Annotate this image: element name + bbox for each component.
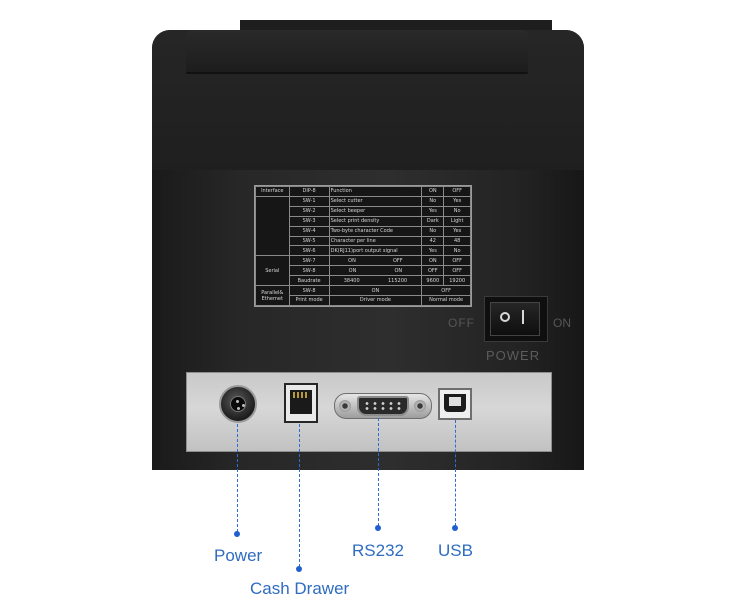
power-switch[interactable] [490, 302, 540, 336]
table-cell: Parallel& Ethemet [255, 285, 290, 306]
table-cell: Print mode [288, 294, 330, 307]
table-cell: No [421, 195, 445, 207]
table-row: SW-2 Select beeper Yes No [256, 205, 471, 217]
dip-switch-table: Interface DIP-8 Function ON OFF SW-1 Sel… [255, 186, 471, 307]
usb-caption: USB [438, 541, 473, 560]
table-cell: Yes [443, 225, 471, 237]
switch-off-symbol-icon [500, 312, 510, 322]
table-cell: OFF [421, 285, 471, 296]
table-row: SW-1 Select cutter No Yes [255, 195, 471, 257]
cash-drawer-callout-line [299, 424, 300, 567]
power-port-socket-icon [230, 396, 246, 412]
table-cell: Yes [421, 205, 445, 217]
table-cell: 19200 [443, 275, 471, 287]
table-cell: Dark [421, 215, 445, 227]
table-cell: SW-8 [288, 265, 330, 277]
table-cell: OFF [443, 265, 471, 277]
table-cell: Normal mode [421, 294, 471, 307]
table-cell: SW-1 [288, 195, 330, 207]
table-cell: Light [443, 215, 471, 227]
power-port[interactable] [219, 385, 257, 423]
table-cell: SW-6 [288, 245, 330, 257]
table-header-cell: DIP-8 [288, 186, 330, 197]
rs232-callout-line [378, 418, 379, 526]
db9-pins-icon [363, 401, 403, 411]
screw-icon [339, 400, 351, 412]
paper-cover [186, 30, 528, 74]
table-cell: SW-8 [288, 285, 330, 296]
table-cell: SW-5 [288, 235, 330, 247]
table-cell: Two-byte character Code [328, 225, 423, 237]
usb-tongue-icon [449, 397, 461, 406]
table-cell: ON [328, 285, 423, 296]
table-cell: Baudrate [288, 275, 330, 287]
switch-on-text: ON [553, 316, 571, 330]
table-cell: Select beeper [328, 205, 423, 217]
cash-drawer-port[interactable] [284, 383, 318, 423]
switch-off-text: OFF [448, 316, 475, 330]
table-cell: 9600 [421, 275, 445, 287]
table-cell [255, 195, 290, 257]
table-cell: ON [421, 255, 445, 267]
table-cell: No [421, 225, 445, 237]
table-cell: OFF [421, 265, 445, 277]
table-cell: SW-7 [288, 255, 330, 267]
table-cell: SW-2 [288, 205, 330, 217]
rs232-caption: RS232 [352, 541, 404, 560]
power-pin-icon [236, 400, 239, 403]
table-cell: 42 [421, 235, 445, 247]
screw-icon [414, 400, 426, 412]
usb-callout-line [455, 420, 456, 526]
table-row: SW-6 DK(RJ11)port output signal Yes No [256, 245, 471, 257]
rs232-callout-dot [375, 525, 381, 531]
cash-drawer-callout-dot [296, 566, 302, 572]
table-cell: No [443, 205, 471, 217]
table-cell: Yes [443, 195, 471, 207]
table-cell: 48 [443, 235, 471, 247]
table-cell: Select print density [328, 215, 423, 227]
power-pin-icon [242, 404, 245, 407]
table-cell: Driver mode [328, 294, 423, 307]
power-callout-dot [234, 531, 240, 537]
rj11-pins-icon [293, 392, 309, 398]
table-header-cell: ON [421, 186, 445, 197]
table-row: Print mode Driver mode Normal mode [256, 294, 471, 307]
table-cell: SW-3 [288, 215, 330, 227]
table-cell: Character per line [328, 235, 423, 247]
table-header-cell: Interface [255, 186, 290, 197]
dip-switch-label: Interface DIP-8 Function ON OFF SW-1 Sel… [254, 185, 472, 307]
table-cell: DK(RJ11)port output signal [328, 245, 423, 257]
table-cell: Select cutter [328, 195, 423, 207]
table-row: Parallel& Ethemet SW-8 ON OFF [255, 285, 471, 306]
table-cell: SW-4 [288, 225, 330, 237]
power-pin-icon [237, 407, 240, 410]
power-callout-line [237, 424, 238, 532]
switch-on-symbol-icon [522, 310, 524, 324]
table-cell: Serial [255, 255, 290, 287]
table-cell: Yes [421, 245, 445, 257]
table-cell: OFF [443, 255, 471, 267]
power-switch-label: POWER [486, 348, 541, 363]
table-cell: No [443, 245, 471, 257]
cash-drawer-caption: Cash Drawer [250, 579, 350, 598]
table-header-cell: OFF [443, 186, 471, 197]
power-caption: Power [214, 546, 263, 565]
usb-callout-dot [452, 525, 458, 531]
table-header-cell: Function [328, 186, 423, 197]
